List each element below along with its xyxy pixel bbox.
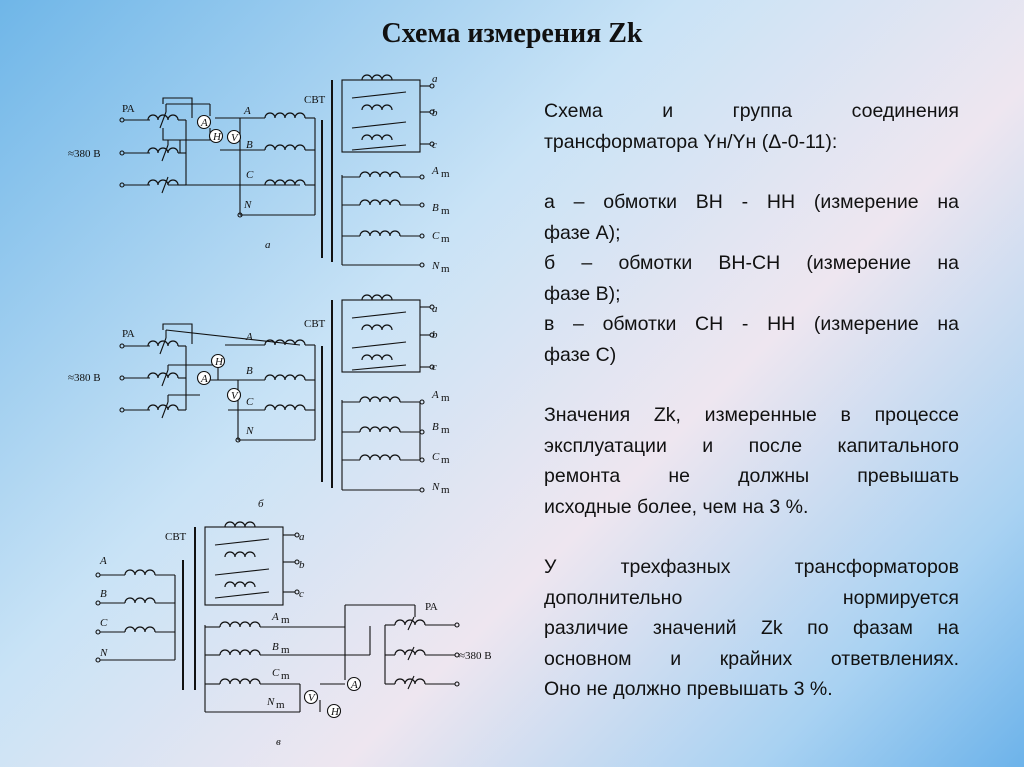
label-Nm-sub: m <box>276 699 285 711</box>
label-Cm-sub: m <box>441 233 450 245</box>
label-N: N <box>99 647 108 659</box>
label-Bm-sub: m <box>441 205 450 217</box>
label-A: A <box>245 331 253 343</box>
label-Nm-sub: m <box>441 484 450 496</box>
label-Nm: N <box>431 481 440 493</box>
label-C: C <box>246 396 254 408</box>
diagram-v-labels: A B C N СВТ a b c A m B m C m N m РА ≈38… <box>99 531 492 748</box>
text-line: в – обмотки СН - НН (измерение на <box>544 313 959 335</box>
label-Nm: N <box>431 260 440 272</box>
label-pa: РА <box>122 328 135 340</box>
caption-b: б <box>258 498 264 510</box>
meter-H: H <box>330 706 340 718</box>
slide-title: Схема измерения Zk <box>381 18 643 49</box>
label-Bm-sub: m <box>441 424 450 436</box>
label-voltage: ≈380 В <box>68 148 101 160</box>
diagram-a-labels: РА ≈380 В СВТ A B C N A H V a b c A m B … <box>68 73 450 275</box>
meter-V: V <box>231 132 239 144</box>
meter-A: A <box>200 117 208 129</box>
diagram-b <box>119 294 435 493</box>
text-line: Значения Zk, измеренные в процессе <box>544 404 959 426</box>
meter-H: H <box>212 131 222 143</box>
text-line: фазе А); <box>544 221 621 244</box>
text-line: б – обмотки ВН-СН (измерение на <box>544 252 959 274</box>
label-c: c <box>299 588 304 600</box>
meter-V: V <box>308 692 316 704</box>
label-Am-sub: m <box>441 392 450 404</box>
text-line: фазе В); <box>544 282 621 305</box>
label-N: N <box>245 425 254 437</box>
label-b: b <box>299 559 305 571</box>
text-line: У трехфазных трансформаторов <box>544 556 959 578</box>
label-svt: СВТ <box>304 318 326 330</box>
label-C: C <box>100 617 108 629</box>
label-c: c <box>432 139 437 151</box>
meter-H: H <box>214 356 224 368</box>
label-Bm: B <box>432 202 439 214</box>
meter-V: V <box>231 390 239 402</box>
label-pa: РА <box>425 601 438 613</box>
label-Cm: C <box>432 451 440 463</box>
label-svt: СВТ <box>165 531 187 543</box>
label-B: B <box>246 365 253 377</box>
label-Am-sub: m <box>281 614 290 626</box>
label-Am: A <box>431 165 439 177</box>
caption-a: а <box>265 239 271 251</box>
label-Nm: N <box>266 696 275 708</box>
label-c: c <box>432 361 437 373</box>
label-a: a <box>299 531 305 543</box>
text-line: дополнительно нормируется <box>544 586 959 609</box>
label-Bm: B <box>432 421 439 433</box>
label-voltage: ≈380 В <box>68 372 101 384</box>
label-Am-sub: m <box>441 168 450 180</box>
meter-A: A <box>200 373 208 385</box>
label-voltage: ≈380 В <box>459 650 492 662</box>
label-Bm: B <box>272 641 279 653</box>
label-A: A <box>243 105 251 117</box>
label-N: N <box>243 199 252 211</box>
text-line: исходные более, чем на 3 %. <box>544 495 809 518</box>
text-line: ремонта не должны превышать <box>544 465 959 487</box>
text-line: трансформатора Yн/Yн (Δ-0-11): <box>544 130 838 153</box>
label-a: a <box>432 73 438 85</box>
text-line: эксплуатации и после капитального <box>544 434 959 457</box>
diagram-a <box>119 74 435 268</box>
text-line: основном и крайних ответвлениях. <box>544 647 959 670</box>
label-A: A <box>99 555 107 567</box>
diagram-v <box>95 521 460 719</box>
label-B: B <box>100 588 107 600</box>
label-Nm-sub: m <box>441 263 450 275</box>
label-Bm-sub: m <box>281 644 290 656</box>
caption-v: в <box>276 736 281 748</box>
label-Cm-sub: m <box>281 670 290 682</box>
label-Am: A <box>271 611 279 623</box>
label-Am: A <box>431 389 439 401</box>
label-b: b <box>432 329 438 341</box>
text-line: фазе С) <box>544 343 617 366</box>
label-svt: СВТ <box>304 94 326 106</box>
diagram-b-labels: РА ≈380 В СВТ A B C N H A V a b c A m B … <box>68 303 450 510</box>
label-Cm-sub: m <box>441 454 450 466</box>
label-Cm: C <box>272 667 280 679</box>
description-text: Схема и группа соединения трансформатора… <box>544 96 959 705</box>
text-line: а – обмотки ВН - НН (измерение на <box>544 191 959 213</box>
label-a: a <box>432 303 438 315</box>
meter-A: A <box>350 679 358 691</box>
label-C: C <box>246 169 254 181</box>
text-line: Оно не должно превышать 3 %. <box>544 678 833 700</box>
label-b: b <box>432 107 438 119</box>
text-line: Схема и группа соединения <box>544 100 959 122</box>
label-B: B <box>246 139 253 151</box>
label-pa: РА <box>122 103 135 115</box>
text-line: различие значений Zk по фазам на <box>544 617 959 639</box>
label-Cm: C <box>432 230 440 242</box>
